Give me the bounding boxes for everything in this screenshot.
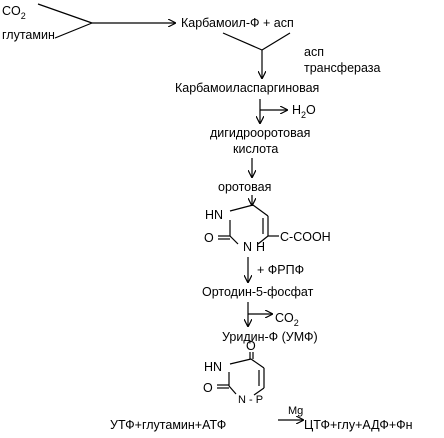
enzyme-label-line2: трансфераза	[304, 61, 381, 75]
ring1-cooh-label: C-COOH	[280, 230, 331, 244]
enzyme-fork-left	[222, 32, 263, 51]
final-left-label: УТФ+глутамин+АТФ	[110, 418, 226, 432]
dihydroorotic-label-1: дигидрооротовая	[210, 126, 310, 140]
final-right-label: ЦТФ+глу+АДФ+Фн	[304, 418, 413, 432]
co2-top-label: CO2	[2, 4, 26, 21]
ortodin-label: Ортодин-5-фосфат	[202, 285, 314, 299]
ring1-n-label: N	[243, 240, 252, 254]
water-label: H2O	[292, 103, 316, 120]
ring2-o-top-label: O	[246, 339, 256, 353]
ring2-np-label: N - P	[238, 394, 263, 406]
ring1-hn-label: HN	[205, 208, 223, 222]
uridin-label: Уридин-Ф (УМФ)	[222, 330, 318, 344]
co2-mid-label: CO2	[275, 311, 299, 328]
orotic-acid-ring	[218, 204, 279, 245]
ring2-o-left-label: O	[203, 381, 213, 395]
co2-line	[37, 3, 93, 24]
carbamoylaspartic-label: Карбамоиласпаргиновая	[175, 81, 319, 95]
ring1-h-label: H	[256, 240, 265, 254]
enzyme-fork-right	[261, 32, 291, 51]
ring2-hn-label: HN	[204, 360, 222, 374]
glutamine-label: глутамин	[2, 28, 55, 42]
ring1-o-label: O	[204, 231, 214, 245]
carbamoyl-asp-label: Карбамоил-Ф + асп	[181, 16, 294, 30]
enzyme-label-line1: асп	[304, 45, 324, 59]
ump-ring	[217, 352, 265, 396]
glutamine-line	[54, 22, 93, 39]
dihydroorotic-label-2: кислота	[233, 142, 278, 156]
orotic-label: оротовая	[218, 180, 271, 194]
frpf-label: + ФРПФ	[257, 263, 304, 277]
mg-label: Mg	[288, 405, 303, 417]
